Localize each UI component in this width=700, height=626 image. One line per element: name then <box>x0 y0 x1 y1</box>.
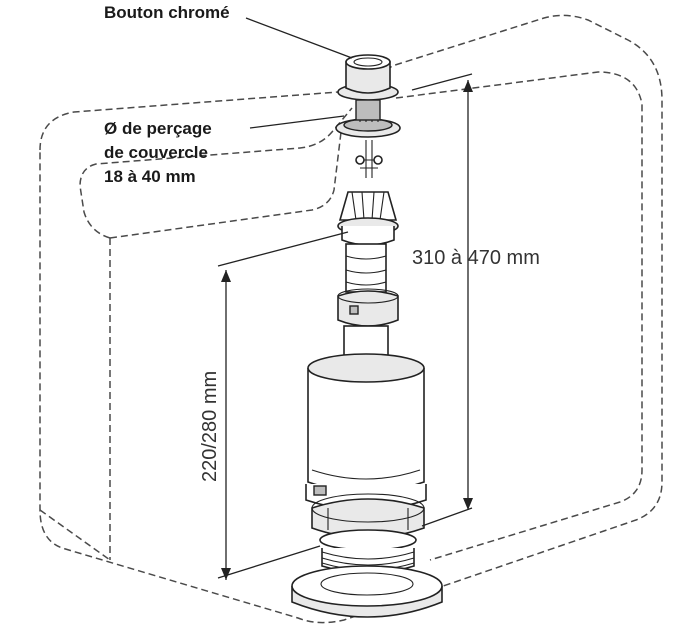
cistern-outline <box>39 14 663 624</box>
button-label: Bouton chromé <box>104 3 230 22</box>
upper-tube <box>345 243 387 293</box>
drill-leader <box>249 115 345 129</box>
button-leader <box>245 17 353 59</box>
drill-label-line3: 18 à 40 mm <box>104 167 196 186</box>
flush-valve <box>291 54 443 618</box>
connector-stem <box>355 140 383 178</box>
drill-label-line1: Ø de perçage <box>104 119 212 138</box>
dimension-body <box>217 231 349 580</box>
total-height-label: 310 à 470 mm <box>412 247 540 269</box>
base-seal <box>291 565 443 618</box>
lid-nut <box>335 99 401 138</box>
body-height-label: 220/280 mm <box>199 371 221 482</box>
dimension-total <box>411 73 473 527</box>
adjuster-cage <box>337 191 399 246</box>
chrome-button <box>337 54 399 101</box>
base-rings <box>305 484 427 574</box>
coupling-ring <box>337 288 399 327</box>
main-cylinder <box>307 353 425 493</box>
drill-label-line2: de couvercle <box>104 143 208 162</box>
